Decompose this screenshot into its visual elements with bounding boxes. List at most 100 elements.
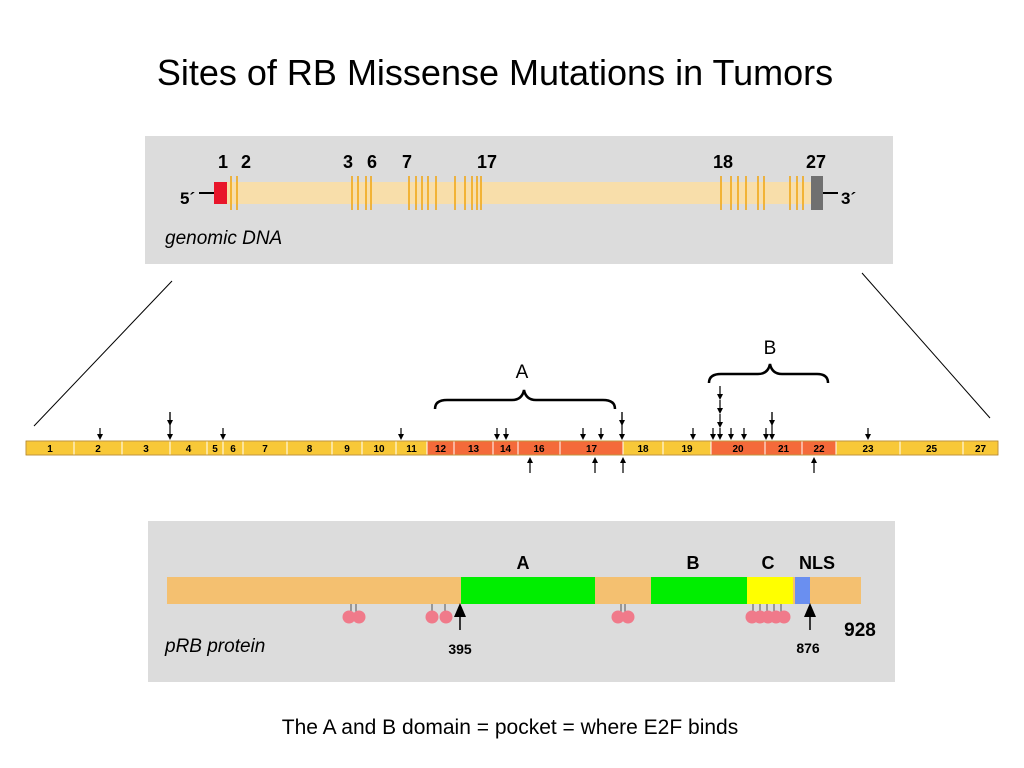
domain-braces [433,363,830,410]
domain-c [747,577,793,604]
exon-segment-label: 9 [344,444,350,455]
protein-panel: A B C NLS [148,521,895,682]
domain-nls-label: NLS [799,553,835,573]
mutation-arrow-down-icon [167,434,173,440]
slide-caption: The A and B domain = pocket = where E2F … [281,716,739,739]
marker-395: 395 [448,603,472,657]
five-prime-label: 5´ [180,189,195,208]
exon-segment-label: 22 [813,444,825,455]
zoom-line-left [33,280,173,427]
marker-876-arrow-icon [804,603,816,617]
zoom-line-right [861,272,991,419]
brace-a-label: A [516,362,529,383]
exon-segment-label: 16 [533,444,545,455]
exon-segment-label: 19 [681,444,693,455]
mutation-arrow-down-icon [398,434,404,440]
domain-a-label: A [517,553,530,573]
protein-length-label: 928 [844,620,876,641]
exon-segment-label: 25 [926,444,938,455]
exon-segment-label: 11 [406,444,417,455]
exon-lines [230,176,804,210]
exon-segment-label: 17 [586,444,598,455]
slide-title: Sites of RB Missense Mutations in Tumors [156,52,834,93]
mutation-arrow-down-icon [865,434,871,440]
brace-b-label: B [764,338,777,359]
genomic-exon-label: 17 [477,152,497,172]
mutation-dot [439,610,453,624]
exon-segment-label: 14 [500,444,512,455]
three-prime-label: 3´ [841,189,856,208]
exon-segment-label: 10 [373,444,385,455]
exon-segment-label: 20 [732,444,744,455]
mutation-dot [342,610,356,624]
protein-label: pRB protein [164,636,265,657]
genomic-dna-panel: 5´ 3´ 1 2 3 6 7 17 18 27 genomic DNA [145,136,893,264]
genomic-exon-label: 7 [402,152,412,172]
mutation-arrow-down-icon [97,434,103,440]
last-exon [811,176,823,210]
mutation-arrow-down-icon [710,434,716,440]
genomic-exon-label: 18 [713,152,733,172]
mutation-arrow-down-icon [494,434,500,440]
mutation-arrow-down-icon [717,422,723,428]
mutation-dot [777,610,791,624]
exon-segment-label: 12 [435,444,447,455]
mutation-arrow-down-icon [769,434,775,440]
exon-segment-label: 27 [975,444,987,455]
mutation-arrow-up-icon [811,457,817,463]
mutation-dot [425,610,439,624]
mutation-dot [352,610,366,624]
exon-segment-label: 3 [143,444,149,455]
exon-segment-label: 8 [307,444,313,455]
mutation-arrow-down-icon [619,434,625,440]
exon-segment-label: 23 [862,444,874,455]
genomic-exon-label: 6 [367,152,377,172]
genomic-exon-label: 3 [343,152,353,172]
brace-a [433,389,617,410]
exon-segment-label: 7 [262,444,268,455]
exon-segment-label: 13 [468,444,480,455]
exon-segment-label: 2 [95,444,101,455]
mutation-arrow-down-icon [741,434,747,440]
mutation-arrow-down-icon [598,434,604,440]
marker-876: 876 [796,603,820,656]
mutation-arrow-down-icon [717,408,723,414]
marker-395-label: 395 [448,641,472,657]
exon-segment-label: 1 [47,444,53,455]
domain-nls [795,577,810,604]
mutation-arrow-down-icon [763,434,769,440]
mutation-arrow-down-icon [619,420,625,426]
genomic-exon-label: 1 [218,152,228,172]
genomic-exon-label: 2 [241,152,251,172]
mutation-arrow-down-icon [717,394,723,400]
gene-body [225,182,815,204]
mutation-arrow-down-icon [220,434,226,440]
domain-c-label: C [762,553,775,573]
mutation-dot [611,610,625,624]
mutation-arrow-up-icon [592,457,598,463]
exon-segment-label: 21 [778,444,790,455]
mutation-arrow-down-icon [167,420,173,426]
marker-876-label: 876 [796,640,820,656]
mutation-arrow-down-icon [503,434,509,440]
mutation-arrow-down-icon [690,434,696,440]
mutation-arrow-up-icon [527,457,533,463]
mutation-arrow-down-icon [717,434,723,440]
mutation-arrow-down-icon [580,434,586,440]
exon-bar-outline [25,440,999,456]
mutation-dot [621,610,635,624]
mutation-arrow-up-icon [620,457,626,463]
brace-b [707,363,830,384]
exon-segment-label: 5 [212,444,218,455]
exon-segment-label: 18 [637,444,649,455]
genomic-dna-label: genomic DNA [165,228,282,249]
mutation-arrow-down-icon [728,434,734,440]
mutation-arrow-down-icon [769,420,775,426]
mutation-arrows [97,386,871,473]
exon-segment-label: 6 [230,444,236,455]
exon-segment-label: 4 [186,444,192,455]
domain-b [651,577,747,604]
genomic-exon-label: 27 [806,152,826,172]
